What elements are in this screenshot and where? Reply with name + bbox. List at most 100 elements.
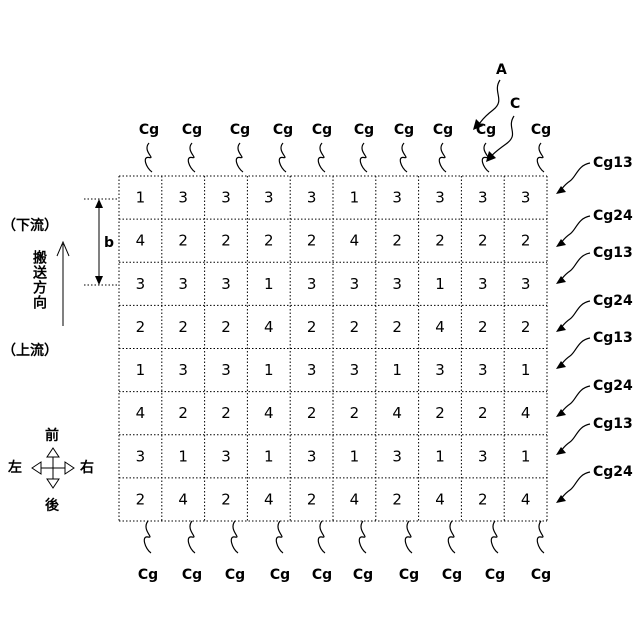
right-leader-line xyxy=(560,338,590,366)
bottom-leader-line xyxy=(537,521,544,553)
grid-cell-value: 2 xyxy=(178,232,188,250)
grid-cell-value: 4 xyxy=(264,318,274,336)
right-cg-label: Cg24 xyxy=(593,293,633,309)
right-leader-arrowhead xyxy=(556,447,566,455)
grid-cell-value: 3 xyxy=(178,189,188,207)
grid-cell-value: 4 xyxy=(264,490,274,508)
right-leader-arrowhead xyxy=(556,276,566,284)
bottom-leader-line xyxy=(359,521,366,553)
grid-cell-value: 4 xyxy=(521,490,531,508)
compass-front-label: 前 xyxy=(45,428,59,444)
ref-a-leader xyxy=(476,80,500,127)
grid-cell-value: 2 xyxy=(435,232,445,250)
grid-cell-value: 1 xyxy=(350,447,360,465)
top-leader-line xyxy=(145,143,152,172)
grid-cell-value: 1 xyxy=(264,275,274,293)
grid-cell-value: 1 xyxy=(136,189,146,207)
grid-cell-value: 2 xyxy=(392,232,402,250)
grid-cell-value: 3 xyxy=(392,275,402,293)
top-cg-label: Cg xyxy=(354,122,374,138)
grid-cell-value: 3 xyxy=(221,189,231,207)
grid-cell-value: 3 xyxy=(392,447,402,465)
grid-cell-value: 3 xyxy=(435,189,445,207)
bottom-cg-label: Cg xyxy=(312,567,332,583)
grid-cell-value: 4 xyxy=(136,232,146,250)
grid-cell-value: 4 xyxy=(435,318,445,336)
grid-cell-value: 1 xyxy=(136,361,146,379)
ref-label-a: A xyxy=(496,62,507,78)
grid-cell-value: 3 xyxy=(478,447,488,465)
grid-cell-value: 2 xyxy=(521,232,531,250)
grid-cell-value: 3 xyxy=(178,361,188,379)
right-leader-line xyxy=(560,386,590,414)
top-leader-line xyxy=(360,143,367,172)
grid-cell-value: 3 xyxy=(136,275,146,293)
grid-cell-value: 1 xyxy=(264,447,274,465)
grid-cell-value: 3 xyxy=(136,447,146,465)
grid-cell-value: 3 xyxy=(350,361,360,379)
right-leader-line xyxy=(560,253,590,281)
grid-cell-value: 4 xyxy=(435,490,445,508)
top-cg-label: Cg xyxy=(312,122,332,138)
grid-cell-value: 1 xyxy=(264,361,274,379)
grid-cell-value: 2 xyxy=(221,232,231,250)
right-leader-arrowhead xyxy=(556,239,566,247)
grid-cell-value: 2 xyxy=(392,490,402,508)
grid-cell-value: 2 xyxy=(178,318,188,336)
grid-cell-value: 3 xyxy=(221,447,231,465)
conveying-direction-label: 搬送方向 xyxy=(31,250,47,310)
bottom-cg-label: Cg xyxy=(353,567,373,583)
top-leader-line xyxy=(236,143,243,172)
top-cg-label: Cg xyxy=(139,122,159,138)
bottom-leader-line xyxy=(276,521,283,553)
top-leader-line xyxy=(279,143,286,172)
compass-arrow-front xyxy=(47,448,59,457)
grid-cell-value: 4 xyxy=(264,404,274,422)
grid-cell-value: 2 xyxy=(221,490,231,508)
top-leader-line xyxy=(318,143,325,172)
grid-cell-value: 1 xyxy=(435,447,445,465)
top-leader-line xyxy=(537,143,544,172)
grid-cell-value: 3 xyxy=(264,189,274,207)
compass-arrow-left xyxy=(32,462,41,474)
upstream-label: （上流） xyxy=(2,343,58,359)
grid-cell-value: 3 xyxy=(521,189,531,207)
bottom-leader-line xyxy=(188,521,195,553)
ref-label-c: C xyxy=(510,96,520,112)
grid-cell-value: 2 xyxy=(264,232,274,250)
grid-cell-value: 2 xyxy=(307,404,317,422)
top-leader-line xyxy=(400,143,407,172)
grid-cell-value: 1 xyxy=(392,361,402,379)
top-leader-line xyxy=(439,143,446,172)
top-cg-label: Cg xyxy=(433,122,453,138)
grid-cell-value: 3 xyxy=(307,189,317,207)
right-cg-label: Cg24 xyxy=(593,464,633,480)
grid-cell-value: 2 xyxy=(350,404,360,422)
grid-cell-value: 2 xyxy=(521,318,531,336)
grid-cell-value: 2 xyxy=(136,318,146,336)
dimension-label-b: b xyxy=(104,235,114,251)
right-cg-label: Cg13 xyxy=(593,330,633,346)
right-cg-label: Cg13 xyxy=(593,245,633,261)
right-leader-arrowhead xyxy=(556,186,566,194)
right-leader-line xyxy=(560,472,590,500)
grid-cell-value: 2 xyxy=(221,318,231,336)
compass-arrow-back xyxy=(47,479,59,488)
right-cg-label: Cg24 xyxy=(593,208,633,224)
grid-cell-value: 4 xyxy=(136,404,146,422)
bottom-cg-label: Cg xyxy=(485,567,505,583)
grid-cell-value: 2 xyxy=(178,404,188,422)
bottom-cg-label: Cg xyxy=(442,567,462,583)
grid-cell-value: 3 xyxy=(478,275,488,293)
grid-cell-value: 2 xyxy=(350,318,360,336)
grid-cell-value: 3 xyxy=(307,447,317,465)
right-leader-line xyxy=(560,301,590,329)
grid-cell-value: 2 xyxy=(478,490,488,508)
grid-cell-value: 4 xyxy=(350,490,360,508)
right-leader-arrowhead xyxy=(556,361,566,369)
downstream-label: （下流） xyxy=(2,218,58,234)
right-leader-line xyxy=(560,216,590,244)
compass-back-label: 後 xyxy=(45,498,59,514)
